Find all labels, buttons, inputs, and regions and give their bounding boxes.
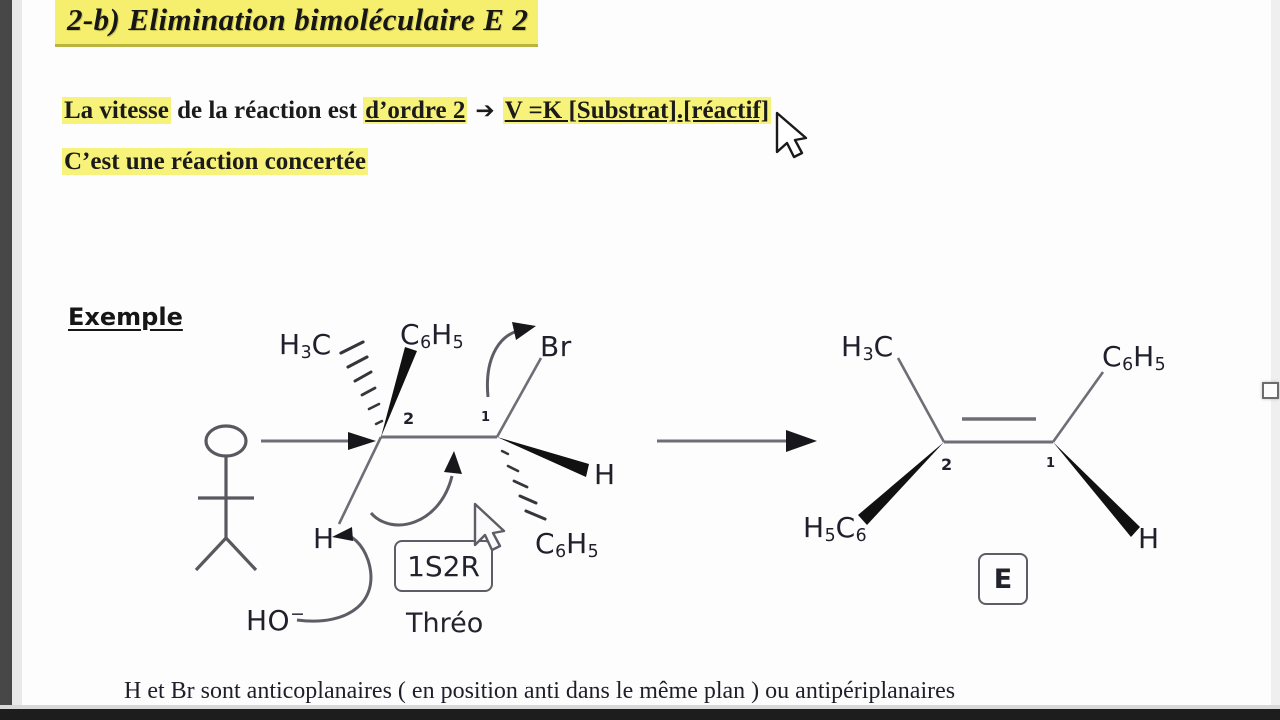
anticoplanar-caption: H et Br sont anticoplanaires ( en positi… xyxy=(124,678,956,704)
label-methyl-reactant: H3C xyxy=(279,328,332,363)
concerted-reaction-line: C’est une réaction concertée xyxy=(62,148,368,176)
label-phenyl-left-product: H5C6 xyxy=(803,511,867,546)
rate-law-line: La vitesse de la réaction est d’ordre 2 ➔… xyxy=(62,97,772,125)
label-phenyl-right-product: C6H5 xyxy=(1102,340,1166,375)
rate-law-order: d’ordre 2 xyxy=(363,97,468,124)
implies-arrow-icon: ➔ xyxy=(475,98,495,124)
geometry-tag-e: E xyxy=(978,553,1028,605)
label-hydrogen-right-reactant: H xyxy=(594,458,616,491)
concerted-reaction-text: C’est une réaction concertée xyxy=(62,148,368,175)
window-right-gutter xyxy=(1271,0,1280,720)
label-methyl-product: H3C xyxy=(841,330,894,365)
label-hydrogen-left-reactant: H xyxy=(313,522,335,555)
window-left-border xyxy=(0,0,12,720)
rate-law-subject: La vitesse xyxy=(62,97,171,124)
configuration-tag-1s2r: 1S2R xyxy=(394,540,493,592)
label-phenyl-bottom-reactant: C6H5 xyxy=(535,527,599,562)
label-phenyl-top-reactant: C6H5 xyxy=(400,318,464,353)
resize-handle[interactable] xyxy=(1262,382,1279,399)
slide-title-banner: 2-b) Elimination bimoléculaire E 2 xyxy=(55,0,539,47)
label-bromine-reactant: Br xyxy=(540,330,572,363)
carbon-index-2-reactant: 2 xyxy=(403,409,415,428)
carbon-index-1-reactant: 1 xyxy=(481,410,491,425)
label-hydroxide: HO− xyxy=(246,604,306,637)
example-heading: Exemple xyxy=(68,303,183,331)
page-title: 2-b) Elimination bimoléculaire E 2 xyxy=(67,2,529,37)
window-bottom-border xyxy=(0,709,1280,720)
rate-law-connector: de la réaction est xyxy=(170,97,364,124)
window-left-gutter xyxy=(12,0,22,720)
diastereomer-label: Thréo xyxy=(406,608,484,639)
rate-law-equation: V =K [Substrat].[réactif] xyxy=(502,97,772,124)
label-hydrogen-product: H xyxy=(1138,522,1160,555)
window-bottom-gutter xyxy=(0,705,1280,709)
carbon-index-2-product: 2 xyxy=(941,455,953,474)
carbon-index-1-product: 1 xyxy=(1046,456,1056,471)
